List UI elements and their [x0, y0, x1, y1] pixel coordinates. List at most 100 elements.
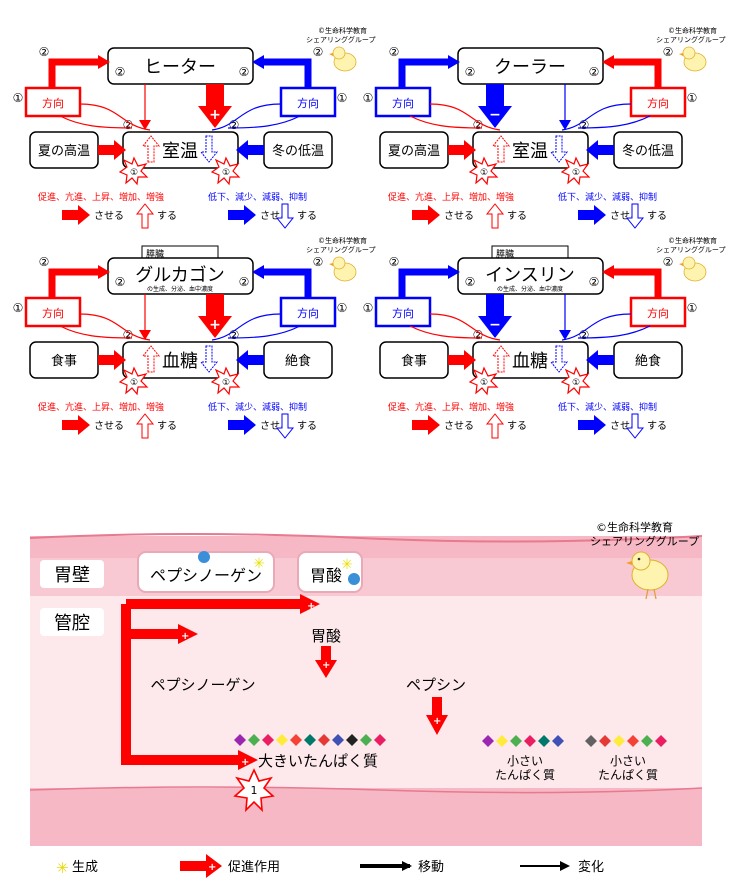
svg-text:+: +	[208, 862, 216, 873]
hormone-label: グルカゴン	[135, 265, 224, 286]
circled-one-left: ①	[13, 301, 24, 315]
feedback-line-right	[612, 58, 662, 88]
big-protein-residue-0	[234, 734, 246, 746]
circled-two-5: ②	[229, 328, 240, 342]
acid-source-box	[297, 551, 363, 593]
small-protein-chain-2	[585, 735, 667, 747]
main-effect-arrow-shaft	[206, 84, 224, 108]
hormone-box	[107, 47, 254, 85]
regulated-variable-label: 室温	[162, 141, 198, 162]
direction-box-right	[629, 296, 687, 328]
legend-blue-solid-arrow-head	[594, 415, 606, 435]
small-protein-1-residue-3	[524, 735, 536, 747]
small-protein-1-residue-1	[496, 735, 508, 747]
legend-red-make: させる	[94, 420, 124, 432]
circled-two-0: ②	[39, 255, 50, 269]
panel-copyright-1: ©生命科学教育	[668, 236, 717, 245]
circled-two-5: ②	[229, 118, 240, 132]
circled-one-right: ①	[337, 91, 348, 105]
signal-curve-right	[211, 313, 282, 341]
disturbance-arrow-left-head	[464, 140, 476, 160]
disturbance-arrow-left-head	[464, 350, 476, 370]
signal-curve-left	[79, 313, 151, 341]
main-effect-arrow-shaft	[486, 84, 504, 108]
disturbance-arrow-right-shaft	[246, 145, 264, 155]
promote-arrow-head-3: +	[238, 750, 258, 770]
big-protein-residue-8	[346, 734, 358, 746]
organ-tag: 膵臓	[146, 249, 164, 260]
svg-text:+: +	[433, 716, 441, 727]
circled-one-left: ①	[13, 91, 24, 105]
main-effect-arrow-shaft	[206, 294, 224, 318]
legend-red-solid-arrow-head	[428, 205, 440, 225]
signal-curve-right	[561, 313, 632, 341]
direction-label-left: 方向	[42, 306, 64, 320]
burst-number-1: ①	[222, 378, 230, 388]
legend-blue-solid-arrow-shaft	[228, 420, 246, 430]
wall-label: 胃壁	[54, 565, 90, 586]
small-protein-2-residue-5	[655, 735, 667, 747]
disturbance-arrow-right-shaft	[596, 355, 614, 365]
panel-copyright-2: シェアリンググループ	[656, 245, 725, 254]
direction-label-right: 方向	[297, 306, 319, 320]
panel-copyright-2: シェアリンググループ	[656, 35, 725, 44]
legend-blue-words: 低下、減少、減弱、抑制	[558, 191, 657, 203]
legend-red-words: 促進、亢進、上昇、増加、増強	[388, 401, 514, 413]
promote-arrow-head-2: +	[178, 624, 198, 644]
circled-two-2: ②	[239, 65, 250, 79]
signal-curve-left	[429, 103, 501, 131]
big-protein-residue-9	[360, 734, 372, 746]
circled-two-0: ②	[39, 45, 50, 59]
direction-box-left	[24, 296, 82, 328]
direction-box-left	[374, 86, 432, 118]
legend-red-make: させる	[94, 210, 124, 222]
wall-edge-bottom	[29, 786, 703, 794]
big-protein-residue-4	[290, 734, 302, 746]
legend-red-outline-arrow-icon	[135, 203, 155, 229]
disturbance-arrow-right-head	[586, 350, 598, 370]
legend-blue-words: 低下、減少、減弱、抑制	[208, 191, 307, 203]
disturbance-arrow-right-head	[236, 140, 248, 160]
hormone-box	[107, 257, 254, 295]
svg-text:+: +	[241, 757, 249, 768]
main-effect-sign: −	[489, 317, 501, 333]
acid-label: 胃酸	[311, 627, 341, 645]
legend-red-do: する	[157, 210, 177, 222]
disturbance-arrow-left-head	[114, 140, 126, 160]
legend-red-solid-arrow-head	[78, 415, 90, 435]
panel-copyright-1: ©生命科学教育	[668, 26, 717, 35]
circled-two-2: ②	[589, 65, 600, 79]
circled-two-0: ②	[389, 255, 400, 269]
hormone-sublabel: の生成、分泌、血中濃度	[147, 285, 213, 293]
circled-two-3: ②	[663, 255, 674, 269]
circled-one-left: ①	[363, 301, 374, 315]
copyright-line-2: シェアリンググループ	[590, 534, 699, 548]
legend-red-do: する	[157, 420, 177, 432]
feedback-arrowhead-right	[252, 265, 264, 279]
disturbance-label-right: 絶食	[635, 353, 661, 369]
disturbance-arrow-right-head	[586, 140, 598, 160]
feedback-line-left	[48, 58, 100, 88]
legend-red-words: 促進、亢進、上昇、増加、増強	[388, 191, 514, 203]
panel-chick-icon	[329, 256, 357, 282]
disturbance-label-left: 食事	[401, 353, 427, 369]
pepsinogen-route-line	[121, 604, 240, 765]
circled-two-4: ②	[123, 328, 134, 342]
legend-blue-outline-arrow-icon	[625, 413, 645, 439]
legend-generation-label: 生成	[72, 860, 98, 875]
circled-two-3: ②	[313, 255, 324, 269]
disturbance-label-left: 夏の高温	[38, 143, 90, 159]
small-protein-2-line-1: 小さい	[610, 754, 646, 768]
pepsin-promote-arrow: +	[426, 697, 448, 735]
down-outline-arrow-icon	[199, 135, 219, 163]
burst-number-0: ①	[130, 168, 138, 178]
feedback-line-right	[262, 58, 312, 88]
generation-star-icon-2: ✳	[341, 557, 353, 573]
legend-red-do: する	[507, 420, 527, 432]
legend-red-words: 促進、亢進、上昇、増加、増強	[38, 401, 164, 413]
main-effect-arrow-head	[198, 106, 232, 128]
circled-two-5: ②	[579, 118, 590, 132]
disturbance-arrow-right-shaft	[596, 145, 614, 155]
main-effect-arrow-head	[478, 106, 512, 128]
